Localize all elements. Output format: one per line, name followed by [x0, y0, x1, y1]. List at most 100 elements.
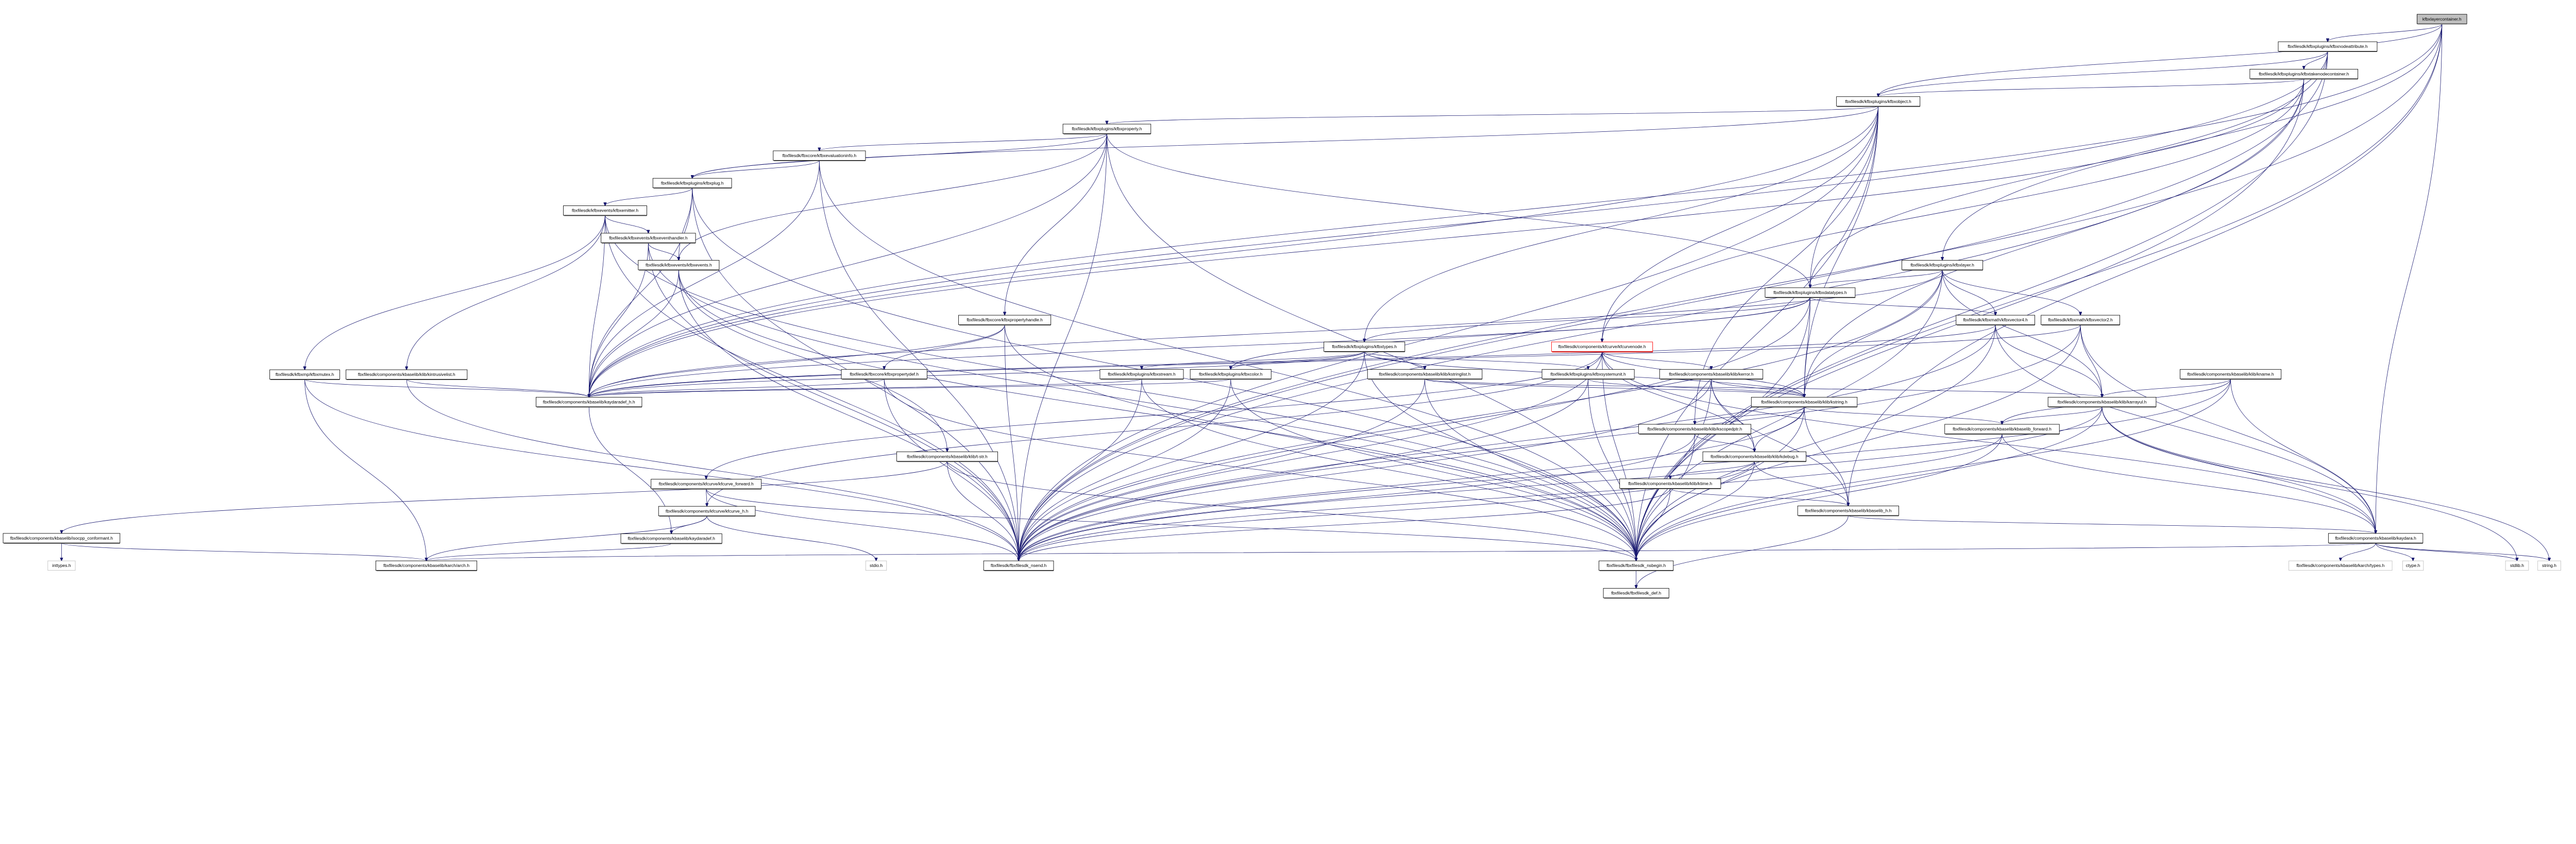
node-box: [1902, 260, 1984, 270]
graph-node[interactable]: fbxfilesdk/fbxcore/kfbxpropertydef.h: [841, 369, 927, 380]
graph-node[interactable]: fbxfilesdk/components/kbaselib/klib/karr…: [2047, 397, 2157, 408]
graph-node[interactable]: fbxfilesdk/components/kbaselib/kbaselib_…: [1797, 506, 1899, 516]
graph-node[interactable]: fbxfilesdk/kfbxplugins/kfbxtypes.h: [1324, 341, 1405, 352]
include-edge: [706, 489, 1636, 561]
include-edge: [589, 324, 1005, 398]
include-edge: [589, 215, 605, 397]
graph-node[interactable]: fbxfilesdk/components/kbaselib/klib/ksco…: [1638, 424, 1752, 435]
graph-node[interactable]: fbxfilesdk/components/kfcurve/kfcurve_fo…: [651, 479, 762, 490]
node-label: fbxfilesdk/components/kbaselib/kbaselib_…: [1805, 508, 1891, 513]
node-box: [1836, 96, 1921, 107]
graph-node[interactable]: fbxfilesdk/kfbxplugins/kfbxobject.h: [1836, 96, 1921, 107]
graph-node[interactable]: fbxfilesdk/components/kbaselib/klib/t-st…: [896, 451, 998, 462]
node-label: fbxfilesdk/kfbxevents/kfbxemitter.h: [572, 208, 638, 213]
graph-node[interactable]: fbxfilesdk/kfbxplugins/kfbxcolor.h: [1190, 369, 1272, 380]
include-edge: [1810, 51, 2328, 288]
include-edge: [1019, 378, 1425, 561]
include-edge: [1019, 106, 1879, 561]
graph-node[interactable]: fbxfilesdk/components/kbaselib/klib/kstr…: [1367, 369, 1483, 380]
include-edge: [1804, 406, 2002, 424]
graph-node[interactable]: fbxfilesdk/components/kfcurve/kfcurve_h.…: [658, 506, 756, 517]
include-edge: [648, 243, 1636, 561]
include-edge: [1602, 351, 1755, 452]
node-box: [601, 233, 696, 243]
graph-node[interactable]: fbxfilesdk/components/kbaselib/kaydarade…: [620, 533, 722, 544]
include-edge: [1004, 324, 1019, 561]
graph-node[interactable]: fbxfilesdk/fbxfilesdk_nsbegin.h: [1599, 560, 1674, 572]
include-edge: [1019, 488, 1671, 561]
graph-node[interactable]: stdio.h: [865, 560, 887, 571]
graph-node[interactable]: fbxfilesdk/kfbxplugins/kfbxplug.h: [652, 178, 732, 189]
include-edge: [884, 378, 1636, 561]
node-label: fbxfilesdk/components/kbaselib/kaydarade…: [543, 399, 635, 404]
node-box: [375, 560, 478, 571]
include-edge: [1019, 378, 1588, 561]
graph-node[interactable]: kfbxlayercontainer.h: [2417, 14, 2467, 25]
graph-node[interactable]: fbxfilesdk/components/kbaselib/kaydara.h: [2328, 533, 2424, 544]
node-box: [269, 369, 340, 380]
graph-node[interactable]: fbxfilesdk/components/kfcurve/kfcurvenod…: [1551, 341, 1653, 353]
graph-node[interactable]: fbxfilesdk/components/kbaselib/kbaselib_…: [1944, 424, 2060, 435]
include-edge: [2002, 406, 2103, 424]
include-edge: [1636, 515, 1849, 588]
include-edge: [1942, 269, 2102, 397]
graph-node[interactable]: fbxfilesdk/kfbxplugins/kfbxproperty.h: [1062, 124, 1151, 134]
graph-node[interactable]: fbxfilesdk/components/kbaselib/klib/kstr…: [1751, 397, 1858, 408]
graph-node[interactable]: fbxfilesdk/kfbxevents/kfbxemitter.h: [563, 205, 647, 216]
edge-layer: [61, 23, 2549, 588]
graph-node[interactable]: fbxfilesdk/components/kbaselib/karch/typ…: [2289, 560, 2393, 571]
include-edge: [406, 379, 589, 398]
graph-node[interactable]: fbxfilesdk/components/kbaselib/klib/kdeb…: [1702, 451, 1807, 462]
node-box: [1367, 369, 1483, 380]
graph-node[interactable]: fbxfilesdk/kfbxmath/kfbxvector4.h: [1956, 315, 2036, 326]
graph-node[interactable]: fbxfilesdk/kfbxevents/kfbxevents.h: [638, 260, 720, 271]
include-edge: [1878, 51, 2328, 97]
include-edge: [1602, 351, 2376, 533]
graph-node[interactable]: fbxfilesdk/kfbxplugins/kfbxsystemunit.h: [1541, 369, 1635, 380]
node-label: fbxfilesdk/kfbxmp/kfbxmutex.h: [276, 372, 334, 377]
graph-node[interactable]: fbxfilesdk/fbxfilesdk_nsend.h: [983, 560, 1054, 572]
graph-node[interactable]: ctype.h: [2402, 560, 2424, 571]
graph-node[interactable]: fbxfilesdk/kfbxmp/kfbxmutex.h: [269, 369, 340, 380]
include-edge: [2080, 324, 2102, 398]
graph-node[interactable]: fbxfilesdk/kfbxplugins/kfbxstream.h: [1099, 369, 1184, 380]
include-edge: [1636, 324, 1996, 561]
include-edge: [1670, 461, 1755, 479]
node-label: fbxfilesdk/kfbxevents/kfbxevents.h: [646, 263, 712, 268]
include-edge: [1231, 351, 1365, 369]
graph-node[interactable]: fbxfilesdk/components/kbaselib/kaydarade…: [536, 397, 642, 408]
node-box: [1603, 588, 1669, 598]
graph-node[interactable]: inttypes.h: [47, 560, 76, 571]
node-label: fbxfilesdk/components/kbaselib/isocpp_co…: [10, 536, 113, 541]
graph-node[interactable]: fbxfilesdk/fbxcore/kfbxevaluationinfo.h: [773, 150, 866, 161]
graph-node[interactable]: fbxfilesdk/kfbxmath/kfbxvector2.h: [2041, 315, 2120, 326]
graph-node[interactable]: fbxfilesdk/components/kbaselib/klib/knam…: [2180, 369, 2282, 380]
include-edge: [1636, 434, 2003, 561]
graph-node[interactable]: fbxfilesdk/kfbxplugins/kfbxnodeattribute…: [2278, 41, 2378, 52]
include-edge: [706, 489, 1019, 561]
node-box: [1956, 315, 2036, 325]
graph-node[interactable]: fbxfilesdk/fbxfilesdk_def.h: [1603, 588, 1669, 599]
graph-node[interactable]: fbxfilesdk/components/kbaselib/isocpp_co…: [3, 533, 121, 544]
node-box: [1619, 478, 1721, 489]
graph-node[interactable]: fbxfilesdk/kfbxplugins/kfbxdatatypes.h: [1765, 287, 1856, 298]
include-edge: [692, 160, 820, 178]
node-box: [1702, 451, 1807, 462]
graph-node[interactable]: fbxfilesdk/components/kbaselib/klib/kint…: [346, 369, 468, 380]
node-box: [1551, 341, 1653, 352]
graph-node[interactable]: fbxfilesdk/kfbxplugins/kfbxtakenodeconta…: [2249, 68, 2359, 80]
include-edge: [1019, 378, 1231, 561]
node-box: [896, 451, 998, 462]
include-edge: [1694, 106, 1879, 424]
graph-node[interactable]: fbxfilesdk/kfbxplugins/kfbxlayer.h: [1902, 260, 1984, 271]
include-edge: [884, 324, 1005, 370]
graph-node[interactable]: fbxfilesdk/fbxcore/kfbxpropertyhandle.h: [958, 315, 1052, 326]
graph-node[interactable]: fbxfilesdk/components/kbaselib/klib/kerr…: [1659, 369, 1764, 380]
include-edge: [2375, 542, 2517, 561]
graph-node[interactable]: string.h: [2537, 560, 2561, 571]
graph-node[interactable]: fbxfilesdk/components/kbaselib/karch/arc…: [375, 560, 478, 572]
node-label: fbxfilesdk/components/kbaselib/kbaselib_…: [1953, 426, 2052, 432]
graph-node[interactable]: fbxfilesdk/kfbxevents/kfbxeventhandler.h: [601, 233, 696, 244]
graph-node[interactable]: fbxfilesdk/components/kbaselib/klib/ktim…: [1619, 478, 1721, 489]
graph-node[interactable]: stdlib.h: [2505, 560, 2529, 571]
